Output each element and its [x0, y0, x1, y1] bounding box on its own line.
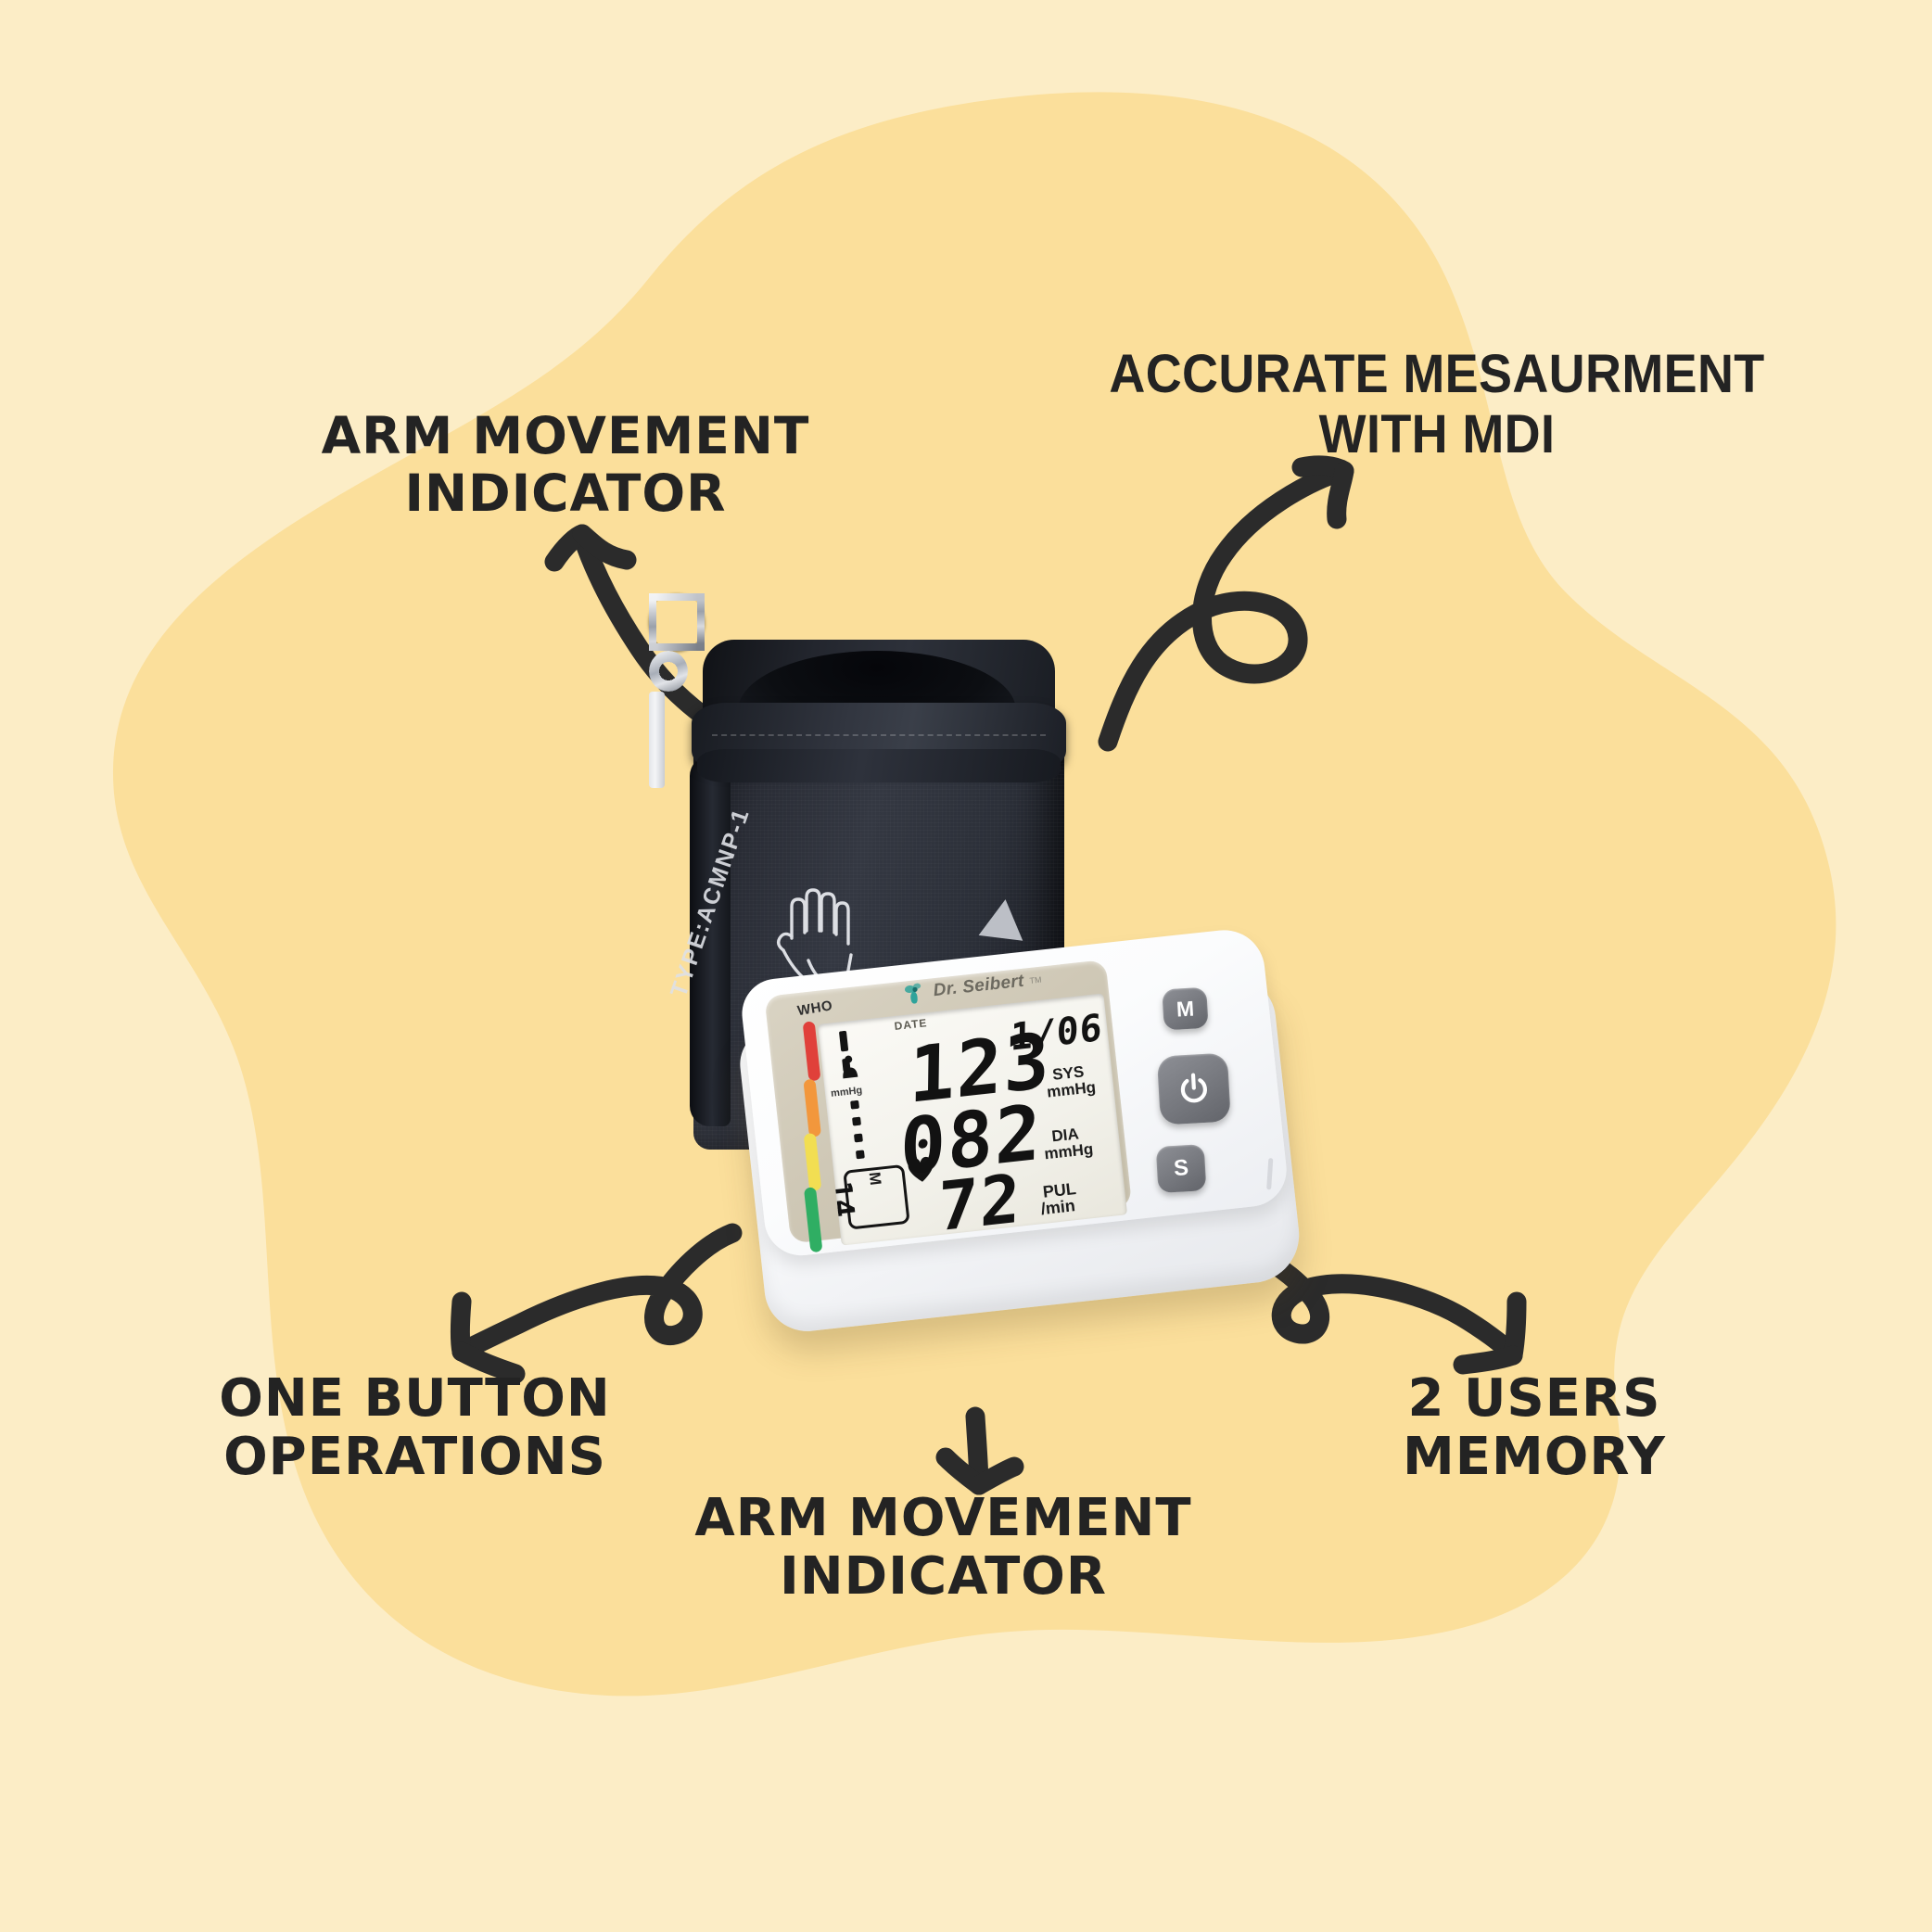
cuff-alignment-triangle-icon [978, 896, 1028, 941]
product-blood-pressure-monitor: TYPE:ACMNP-1 Dr. Seibert TM [649, 593, 1354, 1391]
monitor-top-shell: Dr. Seibert TM WHO DATE 1/06 [738, 925, 1290, 1260]
user-icon [843, 1055, 858, 1079]
callout-accurate-measurement: ACCURATE MESAURMENT WITH MDI [1109, 344, 1765, 464]
memory-button[interactable]: M [1162, 986, 1209, 1031]
lcd-mmhg-small: mmHg [830, 1085, 863, 1099]
lcd-pul-value: 72 [937, 1158, 1023, 1246]
lcd-pul-unit: /min [1039, 1196, 1076, 1219]
who-bar-yellow [803, 1132, 822, 1191]
brand-name: Dr. Seibert [932, 971, 1025, 1001]
lcd-tick-marks-icon [850, 1099, 865, 1160]
monitor-unit: Dr. Seibert TM WHO DATE 1/06 [731, 920, 1365, 1380]
power-button[interactable] [1156, 1052, 1231, 1125]
callout-one-button-operations: ONE BUTTON OPERATIONS [219, 1368, 611, 1487]
cuff-side-fold [690, 756, 731, 1126]
set-button[interactable]: S [1155, 1144, 1207, 1193]
callout-two-users-memory: 2 USERS MEMORY [1403, 1368, 1666, 1487]
cuff-d-ring-metal [649, 651, 688, 692]
cuff-strap-tail [649, 692, 665, 788]
brand-logo-icon [904, 983, 922, 1004]
callout-arm-movement-top: ARM MOVEMENT INDICATOR [321, 406, 810, 523]
trademark-symbol: TM [1029, 974, 1043, 986]
cuff-d-ring-icon [649, 593, 705, 651]
who-bar-orange [803, 1078, 821, 1138]
monitor-bezel: Dr. Seibert TM WHO DATE 1/06 [764, 959, 1133, 1253]
brand-row: Dr. Seibert TM [902, 959, 1102, 1010]
cuff-seam [697, 749, 1061, 782]
lcd-memory-label: M [865, 1171, 885, 1187]
power-icon [1180, 1073, 1207, 1103]
monitor-side-slot [1266, 1158, 1274, 1190]
who-bar-green [803, 1187, 823, 1253]
heart-icon [908, 1156, 934, 1182]
callout-arm-movement-bottom: ARM MOVEMENT INDICATOR [694, 1488, 1192, 1607]
who-label: WHO [795, 998, 834, 1020]
lcd-screen: DATE 1/06 mmHg [817, 993, 1128, 1246]
